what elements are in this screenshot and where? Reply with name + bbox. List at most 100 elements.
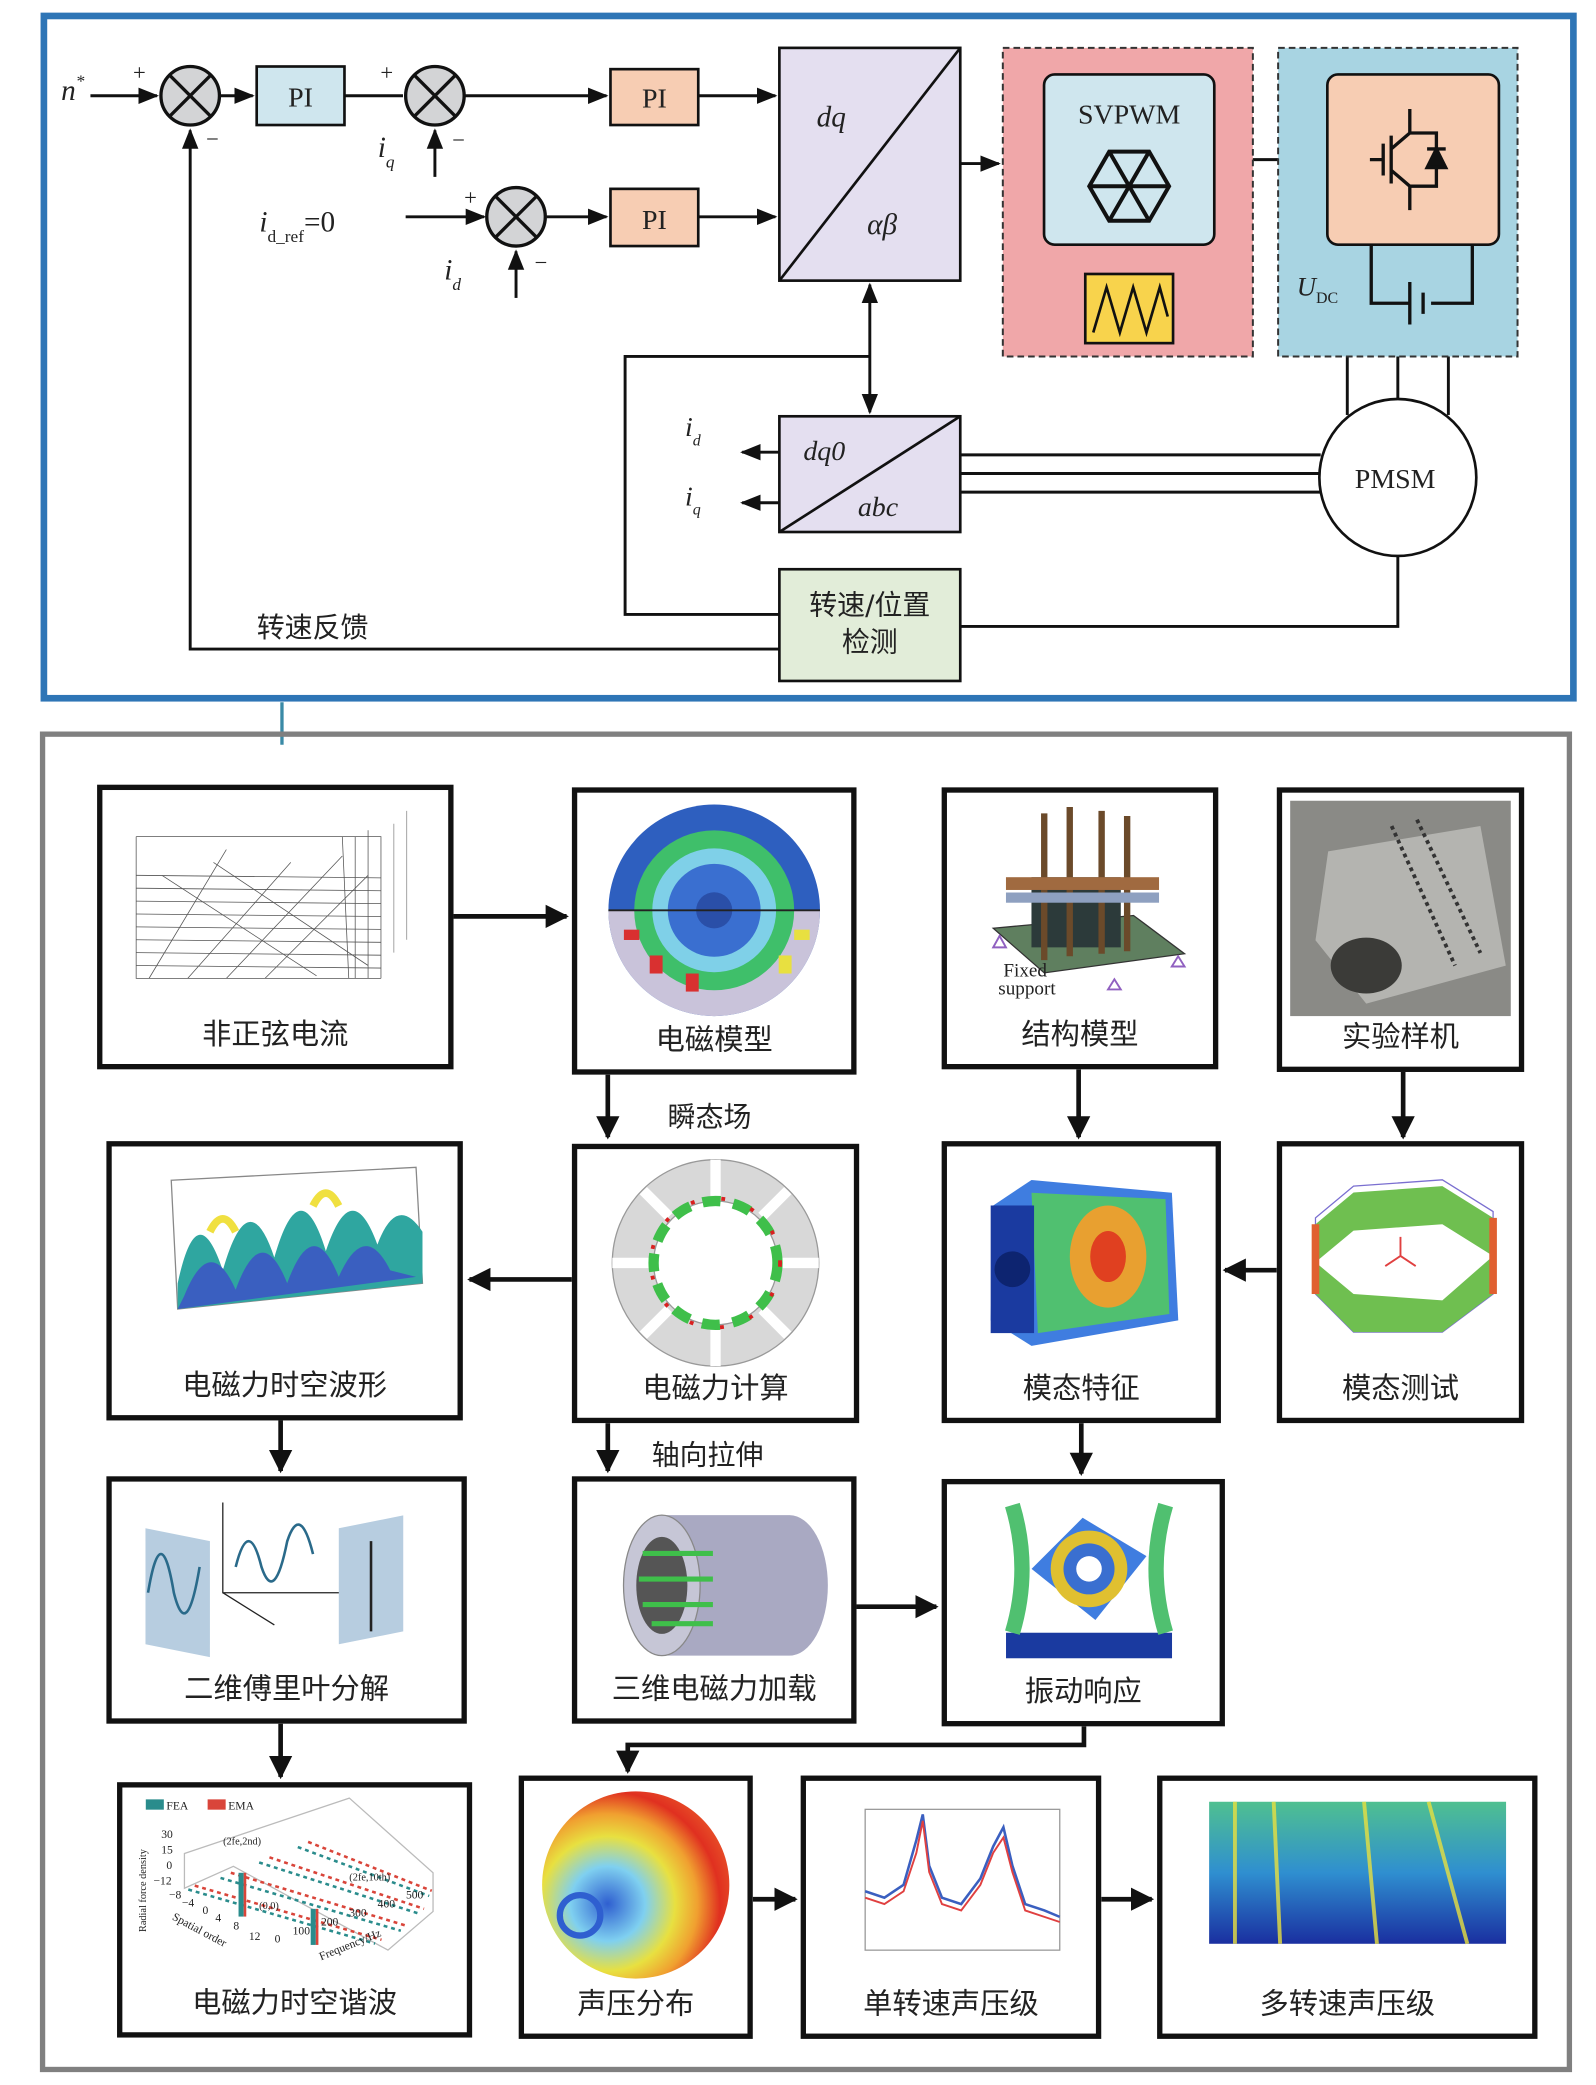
iq-feedback-label: iq [378, 132, 395, 172]
spatial-tick: −12 [154, 1874, 172, 1887]
legend-fea-swatch [145, 1799, 164, 1810]
spatial-tick: −8 [169, 1889, 182, 1902]
caption: 非正弦电流 [202, 1018, 349, 1053]
edge-label-axial: 轴向拉伸 [651, 1439, 764, 1471]
control-block-diagram: PI PI PI + − + − + − n* iq id_ref=0 id d… [40, 12, 1577, 745]
svpwm-block [1042, 73, 1216, 247]
box-prototype: 实验样机 [1276, 787, 1525, 1072]
box-vibration-response: 振动响应 [941, 1478, 1225, 1727]
annotation: (0,0) [259, 1901, 279, 1912]
force-surface-image [170, 1166, 424, 1310]
caption: 电磁力时空波形 [182, 1369, 388, 1404]
pmsm-label: PMSM [1355, 464, 1436, 495]
sign-plus: + [380, 60, 393, 85]
park-bottom-label: αβ [867, 209, 897, 241]
legend-ema-swatch [207, 1799, 226, 1810]
spl-multi-speed-spectrogram [1209, 1801, 1507, 1945]
igbt-block [1326, 73, 1501, 247]
svpwm-label: SVPWM [1078, 100, 1181, 131]
sign-minus: − [452, 128, 465, 153]
spatial-tick: −4 [182, 1896, 195, 1909]
sum-junction-q [403, 64, 466, 127]
structural-model-image: Fixed support [991, 807, 1187, 1000]
legend-fea: FEA [166, 1800, 189, 1813]
modal-shape-image [990, 1179, 1179, 1346]
edge-label-transient: 瞬态场 [667, 1101, 752, 1134]
box-modal-test: 模态测试 [1276, 1141, 1525, 1424]
detect-label-1: 转速/位置 [809, 588, 930, 621]
box-spl-multi: 多转速声压级 [1157, 1775, 1538, 2039]
caption: 电磁力计算 [642, 1372, 789, 1406]
control-frame [40, 12, 1577, 702]
spatial-tick: 4 [215, 1912, 221, 1925]
box-modal-feature: 模态特征 [941, 1141, 1221, 1424]
hexagon-icon [1086, 149, 1172, 223]
pi-q-label: PI [642, 84, 667, 115]
fourier-decomposition-image [145, 1502, 404, 1658]
n-ref-label: n* [61, 71, 85, 106]
caption: 电磁模型 [655, 1024, 773, 1058]
freq-tick: 0 [275, 1932, 281, 1945]
annotation: (2fe,10th) [349, 1873, 390, 1884]
pi-speed-label: PI [288, 82, 313, 113]
spl-single-speed-plot [864, 1808, 1061, 1951]
z-tick: 30 [161, 1828, 173, 1841]
em-model-image [608, 804, 820, 1017]
out-id-label: id [685, 412, 702, 449]
sum-junction-d [485, 185, 547, 248]
freq-tick: 200 [321, 1916, 339, 1929]
caption: 二维傅里叶分解 [184, 1673, 390, 1707]
box-em-harmonics: FEA EMA Radial force density 30 15 0 −12… [117, 1782, 473, 2038]
sign-minus: − [535, 250, 548, 275]
id-ref-label: id_ref=0 [259, 206, 335, 246]
speed-position-detect-block [778, 567, 962, 683]
sum-junction-speed [159, 64, 222, 127]
speed-feedback-label: 转速反馈 [257, 611, 369, 644]
z-tick: 0 [166, 1859, 172, 1872]
sound-pressure-sphere [542, 1791, 730, 1979]
analysis-flow-frame [39, 731, 1573, 2073]
z-tick: 15 [161, 1843, 173, 1856]
box-em-force-waveform: 电磁力时空波形 [106, 1141, 463, 1421]
igbt-icon [1369, 109, 1449, 211]
out-iq-label: iq [685, 481, 701, 518]
box-sound-pressure: 声压分布 [518, 1775, 753, 2039]
box-nonsinusoidal-current: 非正弦电流 [97, 784, 454, 1070]
box-3d-em-force: 三维电磁力加载 [571, 1476, 857, 1724]
caption: 模态测试 [1341, 1372, 1460, 1406]
pi-d-label: PI [642, 205, 667, 236]
sign-plus: + [133, 60, 146, 85]
box-2d-fourier: 二维傅里叶分解 [106, 1476, 467, 1724]
sign-plus: + [464, 185, 477, 210]
current-waveform-image [135, 810, 408, 979]
fixed-support-label-2: support [998, 979, 1056, 1000]
freq-tick: 400 [378, 1898, 396, 1911]
harmonic-3d-bar-chart: FEA EMA Radial force density 30 15 0 −12… [138, 1797, 434, 1963]
pi-q-block [609, 67, 700, 127]
caption: 结构模型 [1021, 1018, 1139, 1053]
caption: 三维电磁力加载 [611, 1673, 817, 1707]
box-em-model: 电磁模型 [571, 787, 857, 1075]
triangle-wave-icon [1091, 282, 1170, 338]
pi-speed-block [255, 65, 346, 127]
park-top-label: dq [817, 101, 846, 133]
caption: 振动响应 [1024, 1675, 1142, 1710]
fixed-support-label-1: Fixed [1003, 961, 1047, 982]
spatial-tick: 12 [249, 1930, 261, 1943]
caption: 单转速声压级 [863, 1988, 1039, 2022]
vibration-image [1005, 1502, 1173, 1659]
box-em-force-calc: 电磁力计算 [571, 1143, 860, 1424]
freq-tick: 500 [406, 1889, 424, 1902]
dc-battery-icon [1369, 244, 1474, 325]
pmsm-motor [1318, 397, 1478, 558]
caption: 声压分布 [577, 1988, 695, 2022]
box-structural-model: Fixed support 结构模型 [941, 787, 1219, 1070]
clarke-bottom-label: abc [858, 492, 899, 523]
id-feedback-label: id [444, 254, 461, 294]
sign-minus: − [206, 126, 219, 151]
legend-ema: EMA [228, 1800, 254, 1813]
caption: 模态特征 [1022, 1372, 1140, 1406]
spatial-tick: 0 [202, 1904, 208, 1917]
caption: 多转速声压级 [1259, 1988, 1436, 2022]
